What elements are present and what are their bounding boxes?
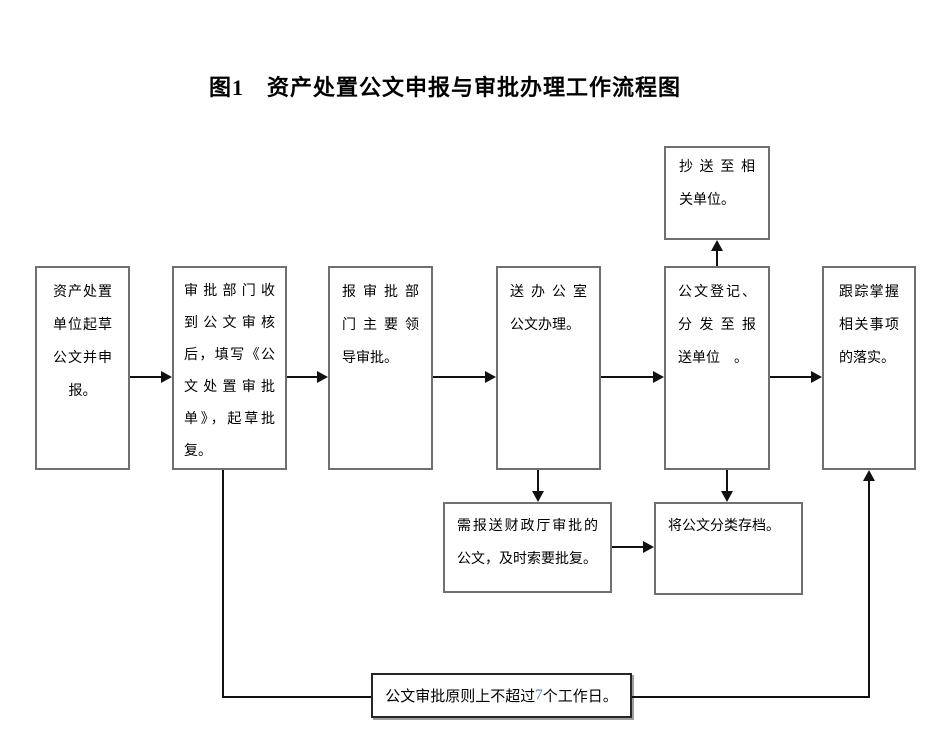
note-number-days: 7	[535, 687, 543, 703]
connector-note-up-to-track	[868, 480, 870, 698]
box-register-distribute: 公文登记、 分发至报 送单位 。	[664, 266, 770, 470]
connector-office-to-finance	[537, 470, 539, 492]
box-text-line: 抄送至相	[679, 160, 755, 175]
box-archive-documents: 将公文分类存档。	[654, 502, 803, 595]
box-review-fill-form: 审批部门收 到公文审核 后，填写《公 文处置审批 单》，起草批 复。	[172, 266, 287, 470]
box-text-line: 送单位 。	[678, 351, 748, 366]
box-text-line: 导审批。	[342, 351, 398, 366]
box-draft-declare: 资产处置 单位起草 公文并申 报。	[35, 266, 130, 470]
box-text-line: 公文并申	[53, 351, 112, 366]
arrowhead-register-to-copy	[711, 240, 723, 251]
arrowhead-office-to-finance	[532, 491, 544, 502]
arrowhead-leader-to-office	[485, 371, 496, 383]
box-text-line: 资产处置	[53, 285, 112, 300]
box-time-limit-note: 公文审批原则上不超过 7 个工作日。	[371, 673, 632, 718]
arrowhead-draft-to-review	[161, 371, 172, 383]
diagram-title: 图1 资产处置公文申报与审批办理工作流程图	[208, 75, 681, 100]
arrowhead-note-to-track	[863, 470, 875, 481]
box-text-line: 将公文分类存档。	[668, 519, 780, 534]
arrowhead-review-to-leader	[317, 371, 328, 383]
box-text-line: 公文登记、	[678, 285, 756, 300]
box-text-line: 相关事项	[839, 318, 899, 333]
connector-note-left-segment	[222, 696, 371, 698]
connector-review-to-leader	[287, 376, 320, 378]
connector-register-to-track	[770, 376, 812, 378]
box-text-line: 单》，起草批	[184, 412, 275, 427]
box-copy-to-related-units: 抄送至相 关单位。	[664, 146, 770, 240]
box-leader-approval: 报审批部 门主要领 导审批。	[328, 266, 433, 470]
box-text-line: 后，填写《公	[184, 348, 275, 363]
arrowhead-office-to-register	[653, 371, 664, 383]
box-text-line: 审批部门收	[184, 284, 275, 299]
connector-note-right-segment	[632, 696, 870, 698]
box-text-line: 文处置审批	[184, 380, 275, 395]
box-text-line: 跟踪掌握	[839, 285, 899, 300]
box-track-implementation: 跟踪掌握 相关事项 的落实。	[822, 266, 916, 470]
note-text-suffix: 个工作日。	[542, 689, 618, 705]
box-text-line: 到公文审核	[184, 316, 275, 331]
connector-office-to-register	[601, 376, 654, 378]
box-text-line: 公文办理。	[510, 318, 580, 333]
box-office-handling: 送办公室 公文办理。	[496, 266, 601, 470]
arrowhead-register-to-track	[811, 371, 822, 383]
box-text-line: 门主要领	[342, 318, 419, 333]
box-text-line: 单位起草	[53, 318, 112, 333]
box-text-line: 需报送财政厅审批的	[457, 519, 598, 534]
box-text-line: 公文，及时索要批复。	[457, 552, 597, 567]
connector-draft-to-review	[130, 376, 164, 378]
box-text-line: 分发至报	[678, 318, 756, 333]
box-text-line: 的落实。	[839, 351, 895, 366]
arrowhead-register-to-archive	[721, 491, 733, 502]
box-text-line: 复。	[184, 444, 212, 459]
connector-register-to-copy	[716, 249, 718, 266]
box-finance-department-approval: 需报送财政厅审批的 公文，及时索要批复。	[443, 502, 612, 593]
connector-register-to-archive	[726, 470, 728, 492]
connector-finance-to-archive	[612, 546, 644, 548]
box-text-line: 送办公室	[510, 285, 587, 300]
arrowhead-finance-to-archive	[643, 541, 654, 553]
connector-review-down-to-note	[222, 470, 224, 697]
connector-leader-to-office	[433, 376, 486, 378]
box-text-line: 报审批部	[342, 285, 419, 300]
note-text-prefix: 公文审批原则上不超过	[385, 689, 536, 705]
box-text-line: 关单位。	[679, 193, 735, 208]
box-text-line: 报。	[68, 384, 97, 399]
